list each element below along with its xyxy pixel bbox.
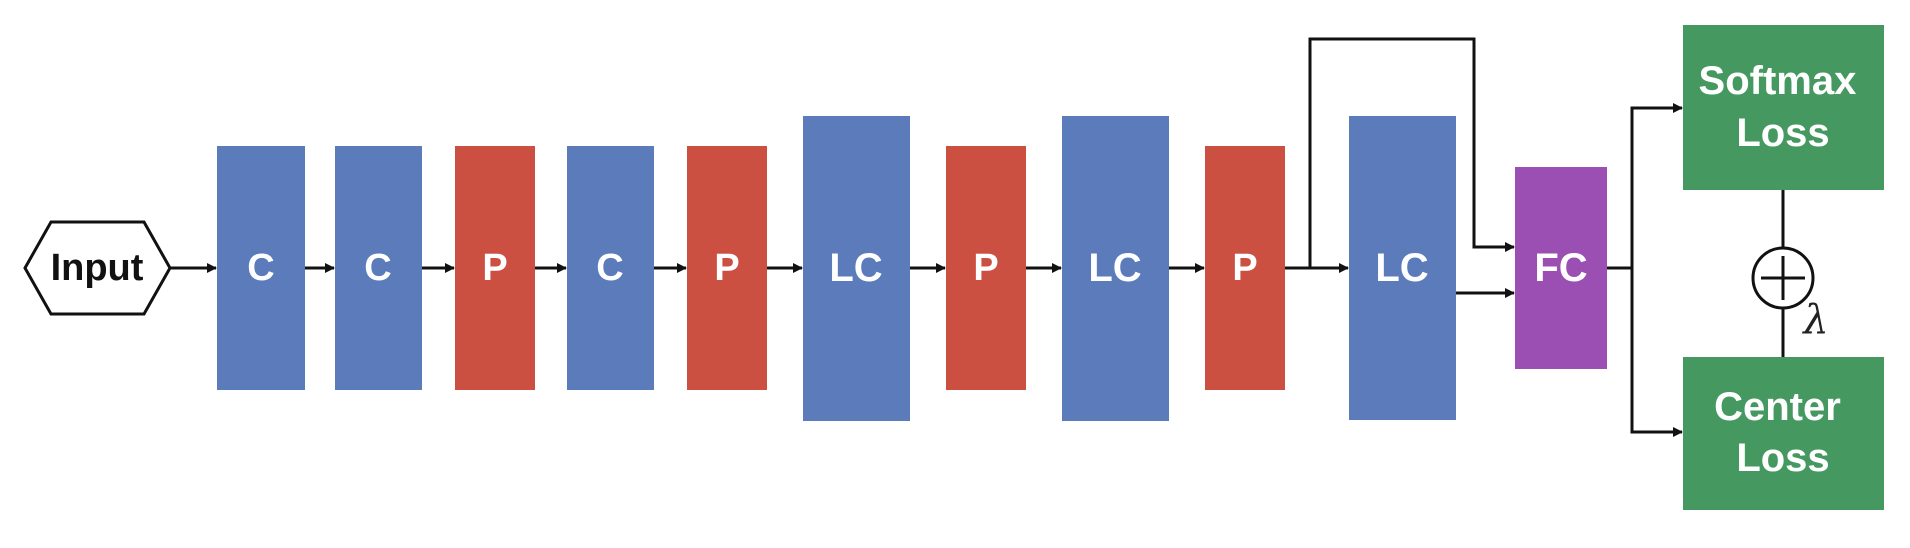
pool4-rect (1205, 146, 1285, 390)
conv3-label: C (596, 247, 623, 289)
skip-connection-pool4-to-fc (1308, 37, 1515, 268)
conv3-rect (567, 146, 654, 390)
layer-block-lc1: LC (803, 116, 910, 421)
fc-label: FC (1534, 246, 1587, 290)
lc1-label: LC (829, 246, 882, 290)
center-loss-rect (1683, 357, 1884, 510)
pool2-label: P (714, 247, 739, 289)
layer-block-pool3: P (946, 146, 1026, 390)
sum-operator (1751, 246, 1815, 310)
layer-block-fc: FC (1515, 167, 1607, 369)
layer-block-lc2: LC (1062, 116, 1169, 421)
pool3-label: P (973, 247, 998, 289)
layer-block-pool1: P (455, 146, 535, 390)
layer-block-pool4: P (1205, 146, 1285, 390)
pool2-rect (687, 146, 767, 390)
layer-block-conv2: C (335, 146, 422, 390)
lc3-rect (1349, 116, 1456, 420)
input-node: Input (23, 220, 172, 316)
center-loss-box: Center Loss (1683, 357, 1884, 510)
fc-rect (1515, 167, 1607, 369)
center-loss-line1: Center (1714, 385, 1841, 429)
layer-block-pool2: P (687, 146, 767, 390)
softmax-loss-line2: Loss (1736, 111, 1829, 155)
layer-block-lc3: LC (1349, 116, 1456, 420)
arrow-fc-to-softmax-loss (1630, 103, 1683, 268)
center-loss-line2: Loss (1736, 436, 1829, 480)
lc1-rect (803, 116, 910, 421)
conv2-rect (335, 146, 422, 390)
arrow-fc-to-center-loss (1630, 268, 1683, 437)
pool1-label: P (482, 247, 507, 289)
lc3-label: LC (1375, 246, 1428, 290)
input-label: Input (51, 247, 144, 289)
softmax-loss-label: Softmax Loss (1699, 46, 1868, 155)
layer-block-conv3: C (567, 146, 654, 390)
softmax-loss-line1: Softmax (1699, 59, 1857, 103)
lambda-weight-label: λ (1801, 297, 1828, 343)
center-loss-label: Center Loss (1714, 372, 1852, 480)
pool1-rect (455, 146, 535, 390)
softmax-loss-rect (1683, 25, 1884, 190)
softmax-loss-box: Softmax Loss (1683, 25, 1884, 190)
conv2-label: C (364, 247, 391, 289)
conv1-rect (217, 146, 305, 390)
input-hexagon (23, 220, 172, 316)
lc2-rect (1062, 116, 1169, 421)
connectors (170, 37, 1785, 437)
pool4-label: P (1232, 247, 1257, 289)
lc2-label: LC (1088, 246, 1141, 290)
conv1-label: C (247, 247, 274, 289)
layer-block-conv1: C (217, 146, 305, 390)
pool3-rect (946, 146, 1026, 390)
